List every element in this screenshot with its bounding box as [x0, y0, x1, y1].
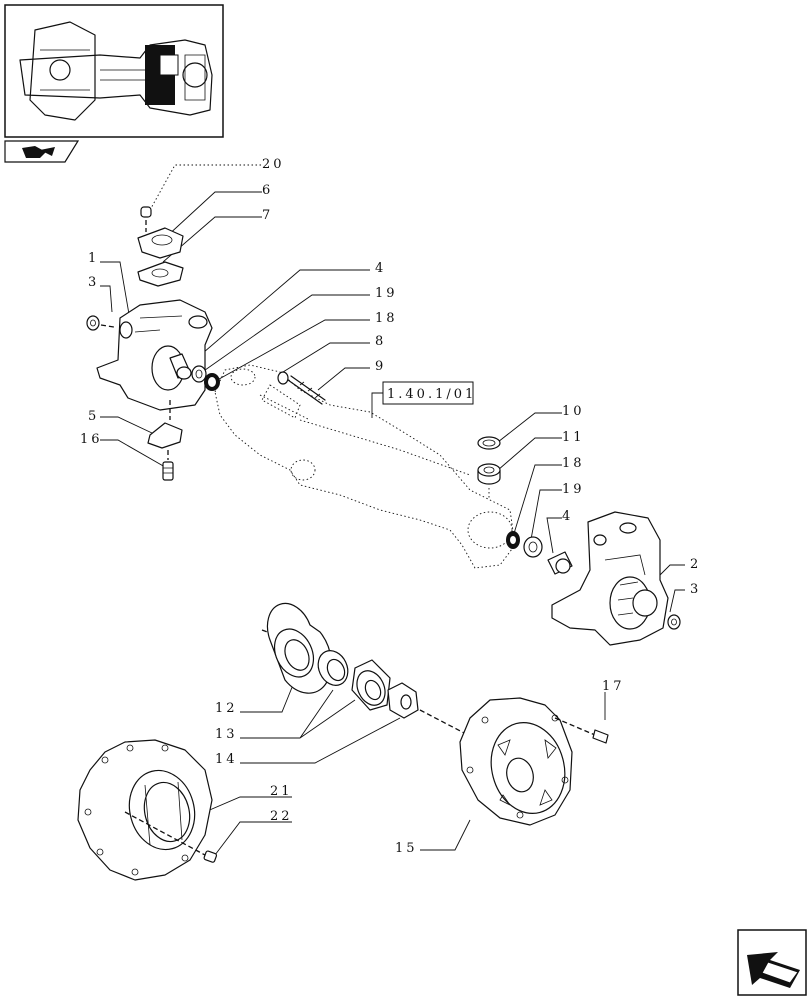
callout-7: 7: [262, 208, 273, 223]
callout-3-right: 3: [690, 582, 701, 597]
callout-6: 6: [262, 183, 273, 198]
callout-4-right: 4: [562, 509, 573, 524]
callout-17: 17: [602, 679, 625, 694]
callout-20: 20: [262, 157, 285, 172]
callout-18-upper: 18: [375, 311, 398, 326]
cap-6: [137, 227, 184, 259]
ring-18-right: [506, 531, 520, 549]
bearing-13: [317, 650, 391, 711]
callout-13: 13: [215, 727, 238, 742]
callout-9: 9: [375, 359, 386, 374]
washer-3-left: [86, 315, 115, 331]
grease-fitting-16: [162, 450, 174, 481]
gasket-7: [137, 261, 184, 287]
callout-5: 5: [88, 409, 99, 424]
seal-10: [477, 436, 501, 450]
callout-16: 16: [80, 432, 103, 447]
bushing-4-right: [547, 551, 573, 575]
pin-5: [147, 400, 183, 449]
reference-label: 1.40.1/01: [387, 387, 476, 402]
seal-19-right: [523, 536, 543, 558]
callout-10: 10: [562, 404, 585, 419]
seal-19-upper: [191, 365, 207, 383]
callout-3-left: 3: [88, 275, 99, 290]
axle-assembly-thumbnail: [4, 4, 224, 138]
callout-labels: 20 6 7 1 3 4 19 18 8 9 5 16 10 11 18 19 …: [80, 157, 701, 856]
stud-17: [554, 717, 609, 744]
bushing-4-upper: [169, 353, 192, 380]
callout-21: 21: [270, 784, 293, 799]
callout-4-upper: 4: [375, 261, 386, 276]
callout-15: 15: [395, 841, 418, 856]
callout-19-upper: 19: [375, 286, 398, 301]
stud-9: [287, 375, 326, 405]
callout-18-right: 18: [562, 456, 585, 471]
callout-19-right: 19: [562, 482, 585, 497]
callout-12: 12: [215, 701, 238, 716]
hub-15: [459, 697, 573, 826]
ring-18-upper: [204, 373, 220, 391]
callout-8: 8: [375, 334, 386, 349]
plug-22: [203, 850, 218, 863]
knuckle-1: [96, 299, 213, 411]
bolt-20: [140, 206, 152, 232]
callout-1: 1: [88, 251, 99, 266]
callout-leaders: [100, 164, 685, 856]
seal-12: [261, 602, 332, 694]
bushing-11: [477, 463, 501, 500]
knuckle-2: [551, 511, 669, 646]
callout-2: 2: [690, 557, 701, 572]
book-arrow-icon[interactable]: [4, 140, 80, 163]
callout-22: 22: [270, 809, 293, 824]
bolt-8: [277, 371, 289, 385]
nut-14: [387, 682, 469, 736]
callout-14: 14: [215, 752, 238, 767]
washer-3-right: [667, 614, 681, 630]
next-page-arrow-icon[interactable]: [737, 929, 807, 996]
housing-21: [77, 739, 213, 881]
callout-11: 11: [562, 430, 585, 445]
reference-box[interactable]: 1.40.1/01: [371, 381, 476, 418]
